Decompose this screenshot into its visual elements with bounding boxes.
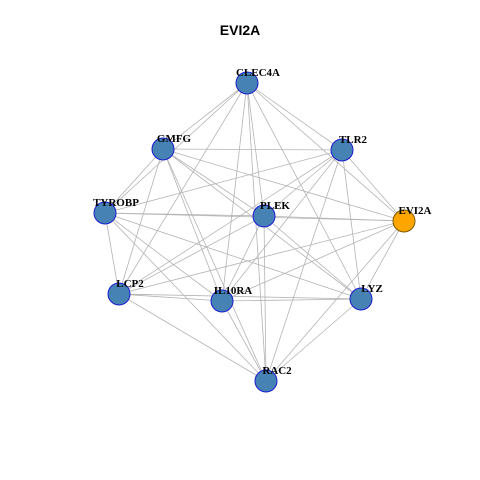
node-circle[interactable] xyxy=(93,201,117,225)
edge-tyrobp-il10ra xyxy=(104,212,223,302)
node-circle[interactable] xyxy=(330,138,354,162)
node-plek[interactable]: PLEK xyxy=(252,200,290,228)
edge-tyrobp-lyz xyxy=(104,212,362,300)
edge-gmfg-il10ra xyxy=(162,148,223,302)
node-circle[interactable] xyxy=(107,282,131,306)
node-label: IL10RA xyxy=(214,285,253,297)
edge-gmfg-evi2a xyxy=(162,148,405,222)
edge-evi2a-rac2 xyxy=(265,220,405,382)
edge-clec4a-il10ra xyxy=(221,82,248,302)
node-circle[interactable] xyxy=(349,287,373,311)
node-label: LCP2 xyxy=(116,278,144,290)
edge-plek-lyz xyxy=(263,215,362,300)
edge-evi2a-lyz xyxy=(360,220,405,300)
node-tlr2[interactable]: TLR2 xyxy=(330,134,368,162)
node-circle[interactable] xyxy=(235,71,259,95)
edge-lcp2-lyz xyxy=(118,293,362,300)
edge-lcp2-il10ra xyxy=(118,293,223,302)
edge-gmfg-plek xyxy=(162,148,265,217)
edge-tlr2-rac2 xyxy=(265,149,343,382)
edge-tyrobp-rac2 xyxy=(104,212,267,382)
node-label: LYZ xyxy=(361,283,383,295)
node-label: CLEC4A xyxy=(236,67,280,79)
edge-clec4a-tlr2 xyxy=(246,82,343,151)
edge-clec4a-evi2a xyxy=(246,82,405,222)
edge-plek-lcp2 xyxy=(118,215,265,295)
edge-tlr2-lcp2 xyxy=(118,149,343,295)
edge-evi2a-il10ra xyxy=(221,220,405,302)
node-gmfg[interactable]: GMFG xyxy=(151,133,192,161)
node-label: EVI2A xyxy=(398,205,431,217)
node-label: GMFG xyxy=(157,133,192,145)
edge-il10ra-rac2 xyxy=(221,300,267,382)
edge-il10ra-lyz xyxy=(221,298,362,302)
edge-gmfg-tyrobp xyxy=(104,148,164,214)
node-circle[interactable] xyxy=(151,137,175,161)
edge-plek-rac2 xyxy=(263,215,267,382)
edge-gmfg-lcp2 xyxy=(118,148,164,295)
edge-tlr2-il10ra xyxy=(221,149,343,302)
edge-tlr2-evi2a xyxy=(341,149,405,222)
edge-layer xyxy=(104,82,405,382)
node-rac2[interactable]: RAC2 xyxy=(254,365,292,393)
edge-tlr2-plek xyxy=(263,149,343,217)
node-circle[interactable] xyxy=(254,369,278,393)
node-label: TYROBP xyxy=(93,197,139,209)
node-circle[interactable] xyxy=(252,204,276,228)
edge-clec4a-gmfg xyxy=(162,82,248,150)
edge-clec4a-tyrobp xyxy=(104,82,248,214)
edge-gmfg-rac2 xyxy=(162,148,267,382)
edge-tyrobp-lcp2 xyxy=(104,212,120,295)
edge-plek-il10ra xyxy=(221,215,265,302)
node-lcp2[interactable]: LCP2 xyxy=(107,278,144,306)
edge-lcp2-rac2 xyxy=(118,293,267,382)
node-lyz[interactable]: LYZ xyxy=(349,283,383,311)
node-evi2a[interactable]: EVI2A xyxy=(392,205,432,233)
edge-tlr2-tyrobp xyxy=(104,149,343,214)
node-tyrobp[interactable]: TYROBP xyxy=(93,197,139,225)
edge-evi2a-lcp2 xyxy=(118,220,405,295)
node-label: TLR2 xyxy=(339,134,368,146)
node-clec4a[interactable]: CLEC4A xyxy=(235,67,280,95)
edge-plek-evi2a xyxy=(263,215,405,222)
node-il10ra[interactable]: IL10RA xyxy=(210,285,253,313)
node-label: RAC2 xyxy=(262,365,292,377)
edge-tlr2-lyz xyxy=(341,149,362,300)
node-circle[interactable] xyxy=(392,209,416,233)
node-label: PLEK xyxy=(260,200,290,212)
edge-gmfg-tlr2 xyxy=(162,148,343,151)
edge-clec4a-lcp2 xyxy=(118,82,248,295)
node-circle[interactable] xyxy=(210,289,234,313)
figure-title: EVI2A xyxy=(219,22,261,38)
edge-lyz-rac2 xyxy=(265,298,362,382)
